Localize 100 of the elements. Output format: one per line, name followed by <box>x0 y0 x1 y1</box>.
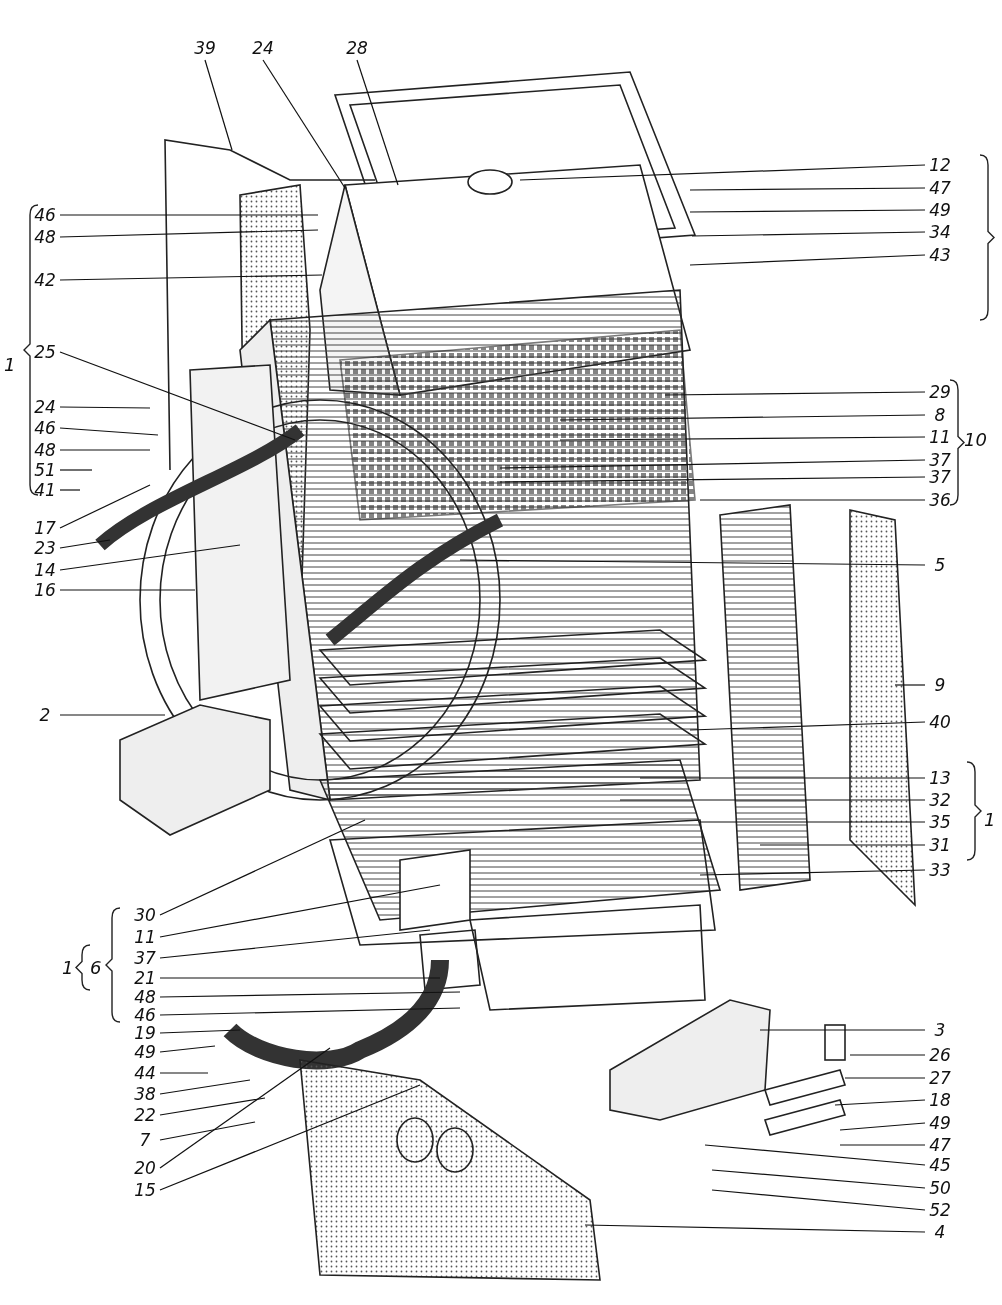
leader-line <box>59 229 319 238</box>
leader-line <box>159 1084 421 1191</box>
callout-number: 29 <box>927 382 953 402</box>
leader-line <box>689 721 926 731</box>
callout-number: 12 <box>927 155 953 175</box>
callout-number: 43 <box>927 245 953 265</box>
callout-number: 36 <box>927 490 953 510</box>
leader-line <box>559 436 926 441</box>
leader-line <box>559 414 926 421</box>
leader-line <box>691 231 926 237</box>
callout-number: 44 <box>132 1063 158 1083</box>
callout-number: 21 <box>132 968 158 988</box>
leader-line <box>699 869 926 876</box>
callout-number: 18 <box>927 1090 953 1110</box>
callout-number: 33 <box>927 860 953 880</box>
callout-number: 49 <box>132 1042 158 1062</box>
callout-number: 16 <box>32 580 58 600</box>
leader-line <box>699 499 926 501</box>
callout-number: 30 <box>132 905 158 925</box>
leader-line <box>834 1099 926 1106</box>
callout-number: 32 <box>927 790 953 810</box>
leader-line <box>704 1144 926 1166</box>
callout-number: 38 <box>132 1084 158 1104</box>
callout-number: 3 <box>927 1020 953 1040</box>
callout-number: 27 <box>927 1068 953 1088</box>
leader-line <box>59 469 93 471</box>
leader-line <box>159 1029 241 1034</box>
leader-line <box>59 484 151 529</box>
leader-line <box>59 449 151 451</box>
leader-line <box>689 254 926 266</box>
callout-number: 11 <box>132 927 158 947</box>
leader-line <box>159 1072 209 1074</box>
callout-number: 50 <box>927 1178 953 1198</box>
leader-line <box>159 1121 256 1141</box>
leader-line <box>519 164 926 181</box>
callout-number: 49 <box>927 1113 953 1133</box>
leader-line <box>59 406 151 409</box>
leader-line <box>689 209 926 213</box>
leader-line <box>59 714 166 716</box>
callout-number: 1 <box>4 354 16 376</box>
callout-number: 48 <box>32 227 58 247</box>
leader-line <box>699 821 926 823</box>
leader-line <box>711 1189 926 1211</box>
leader-line <box>159 819 366 916</box>
callout-number: 41 <box>32 480 58 500</box>
callout-number: 13 <box>927 768 953 788</box>
leader-line <box>59 589 196 591</box>
leader-line <box>459 559 926 566</box>
leader-line <box>689 187 926 191</box>
callout-number: 2 <box>32 705 58 725</box>
callout-number: 47 <box>927 178 953 198</box>
callout-number: 52 <box>927 1200 953 1220</box>
leader-line <box>894 684 926 686</box>
callout-number: 1 <box>62 957 74 979</box>
callout-number: 5 <box>927 555 953 575</box>
callout-number: 19 <box>132 1023 158 1043</box>
callout-number: 35 <box>927 812 953 832</box>
leader-line <box>59 274 323 281</box>
leader-line <box>59 351 296 441</box>
leader-line <box>159 1045 216 1053</box>
leader-line <box>59 489 81 491</box>
callout-number: 46 <box>132 1005 158 1025</box>
leader-line <box>262 59 346 189</box>
leader-line <box>849 1054 926 1056</box>
callout-number: 6 <box>90 957 102 979</box>
callout-number: 39 <box>192 38 218 58</box>
callout-number: 34 <box>927 222 953 242</box>
leader-line <box>59 539 111 549</box>
leader-line <box>204 59 233 151</box>
leader-line <box>356 59 399 186</box>
callout-number: 40 <box>927 712 953 732</box>
leader-line <box>839 1144 926 1146</box>
callout-number: 31 <box>927 835 953 855</box>
leader-line <box>159 1047 331 1169</box>
callout-number: 8 <box>927 405 953 425</box>
leader-line <box>844 1077 926 1079</box>
leader-line <box>159 1097 266 1116</box>
callout-number: 37 <box>927 450 953 470</box>
callout-number: 47 <box>927 1135 953 1155</box>
leader-line <box>159 991 461 998</box>
callout-number: 1 <box>984 809 996 831</box>
callout-number: 22 <box>132 1105 158 1125</box>
leader-line <box>159 1007 461 1016</box>
leader-line <box>59 427 159 436</box>
callout-number: 17 <box>32 518 58 538</box>
callout-number: 46 <box>32 418 58 438</box>
leader-line <box>499 476 926 483</box>
leader-line <box>839 1122 926 1131</box>
callout-number: 20 <box>132 1158 158 1178</box>
callout-number: 10 <box>964 429 987 451</box>
callout-number: 49 <box>927 200 953 220</box>
callout-number: 25 <box>32 342 58 362</box>
leader-line <box>759 1029 926 1031</box>
callout-number: 28 <box>344 38 370 58</box>
callout-number: 42 <box>32 270 58 290</box>
callout-number: 24 <box>32 397 58 417</box>
callout-number: 24 <box>250 38 276 58</box>
callout-number: 46 <box>32 205 58 225</box>
callout-number: 15 <box>132 1180 158 1200</box>
callout-number: 23 <box>32 538 58 558</box>
